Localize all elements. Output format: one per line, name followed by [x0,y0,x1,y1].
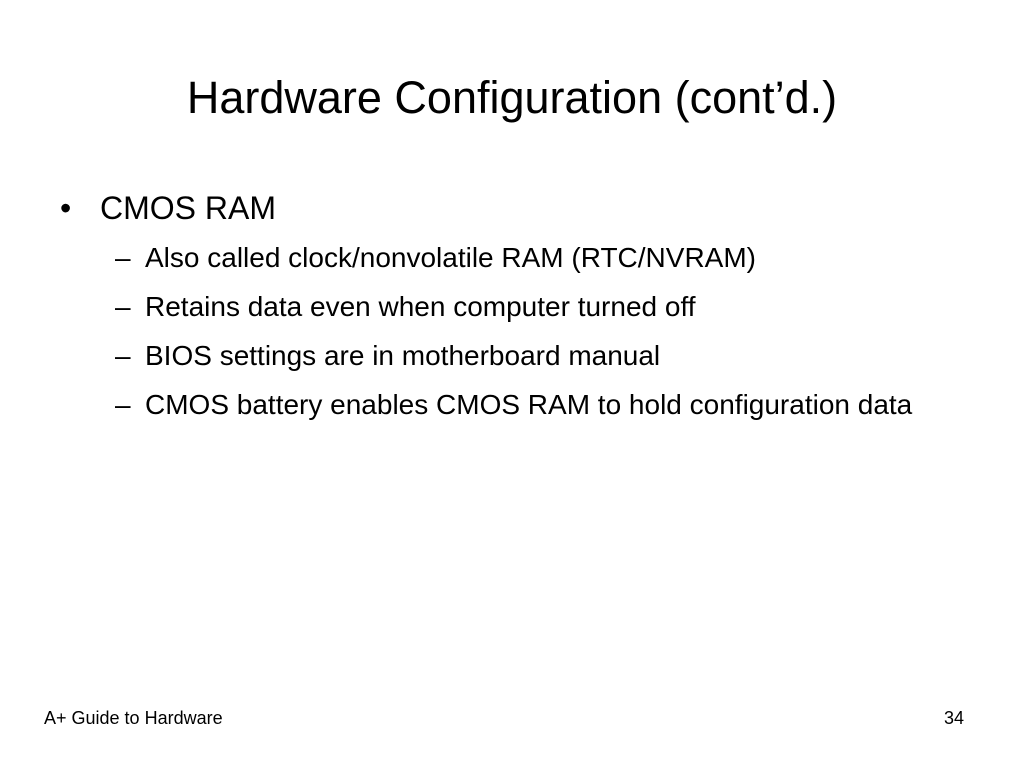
footer-course-title: A+ Guide to Hardware [44,708,223,728]
sub-bullet-text: Also called clock/nonvolatile RAM (RTC/N… [145,242,756,273]
sub-bullet-item: – Retains data even when computer turned… [60,287,940,327]
bullet-cmos-ram: • CMOS RAM [60,186,940,230]
sub-bullet-item: – Also called clock/nonvolatile RAM (RTC… [60,238,940,278]
sub-bullet-marker: – [115,340,131,371]
sub-bullet-item: – BIOS settings are in motherboard manua… [60,336,940,376]
sub-bullet-item: – CMOS battery enables CMOS RAM to hold … [60,385,940,425]
sub-bullet-marker: – [115,291,131,322]
sub-bullet-marker: – [115,242,131,273]
sub-bullet-text: BIOS settings are in motherboard manual [145,340,661,371]
sub-bullet-text: CMOS battery enables CMOS RAM to hold co… [145,389,913,420]
slide-title: Hardware Configuration (cont’d.) [186,72,838,123]
sub-bullet-list: – Also called clock/nonvolatile RAM (RTC… [60,238,940,425]
footer-page-number: 34 [943,708,964,728]
bullet-text: CMOS RAM [100,190,276,226]
slide-content: • CMOS RAM – Also called clock/nonvolati… [60,186,940,434]
sub-bullet-marker: – [115,389,131,420]
bullet-marker: • [60,190,72,226]
sub-bullet-text: Retains data even when computer turned o… [145,291,696,322]
